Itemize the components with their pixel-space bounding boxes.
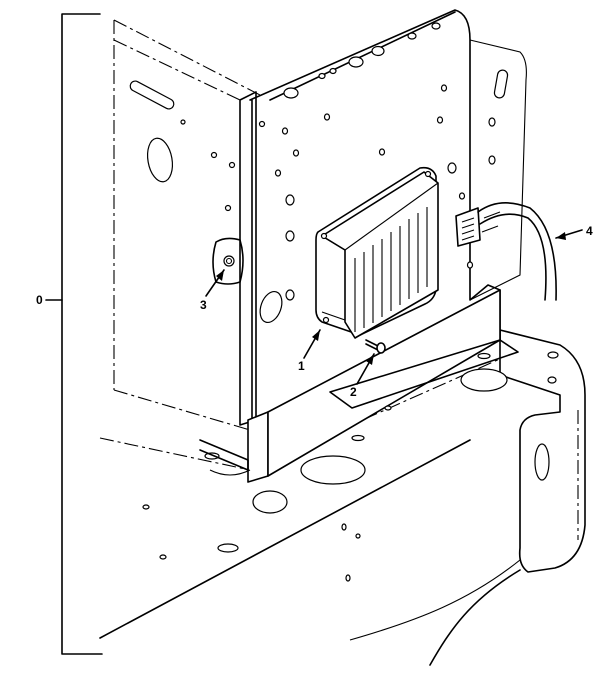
- screw: [365, 339, 386, 354]
- callout-assembly: 0: [36, 293, 43, 307]
- control-module: [315, 166, 439, 339]
- assembly-bracket: [45, 13, 103, 655]
- floor-holes: [142, 368, 508, 582]
- base-plate: [99, 349, 521, 666]
- callout-screw: 2: [350, 385, 357, 399]
- lower-shelf: [199, 289, 519, 483]
- left-back-panel: [113, 19, 261, 431]
- callout-grommet: 3: [200, 298, 207, 312]
- callout-module: 1: [298, 359, 305, 373]
- callout-harness: 4: [586, 224, 593, 238]
- leader-lines: [205, 229, 583, 385]
- side-panel-slot: [534, 443, 550, 481]
- wire-harness: [455, 202, 557, 301]
- right-side-panel: [499, 329, 586, 573]
